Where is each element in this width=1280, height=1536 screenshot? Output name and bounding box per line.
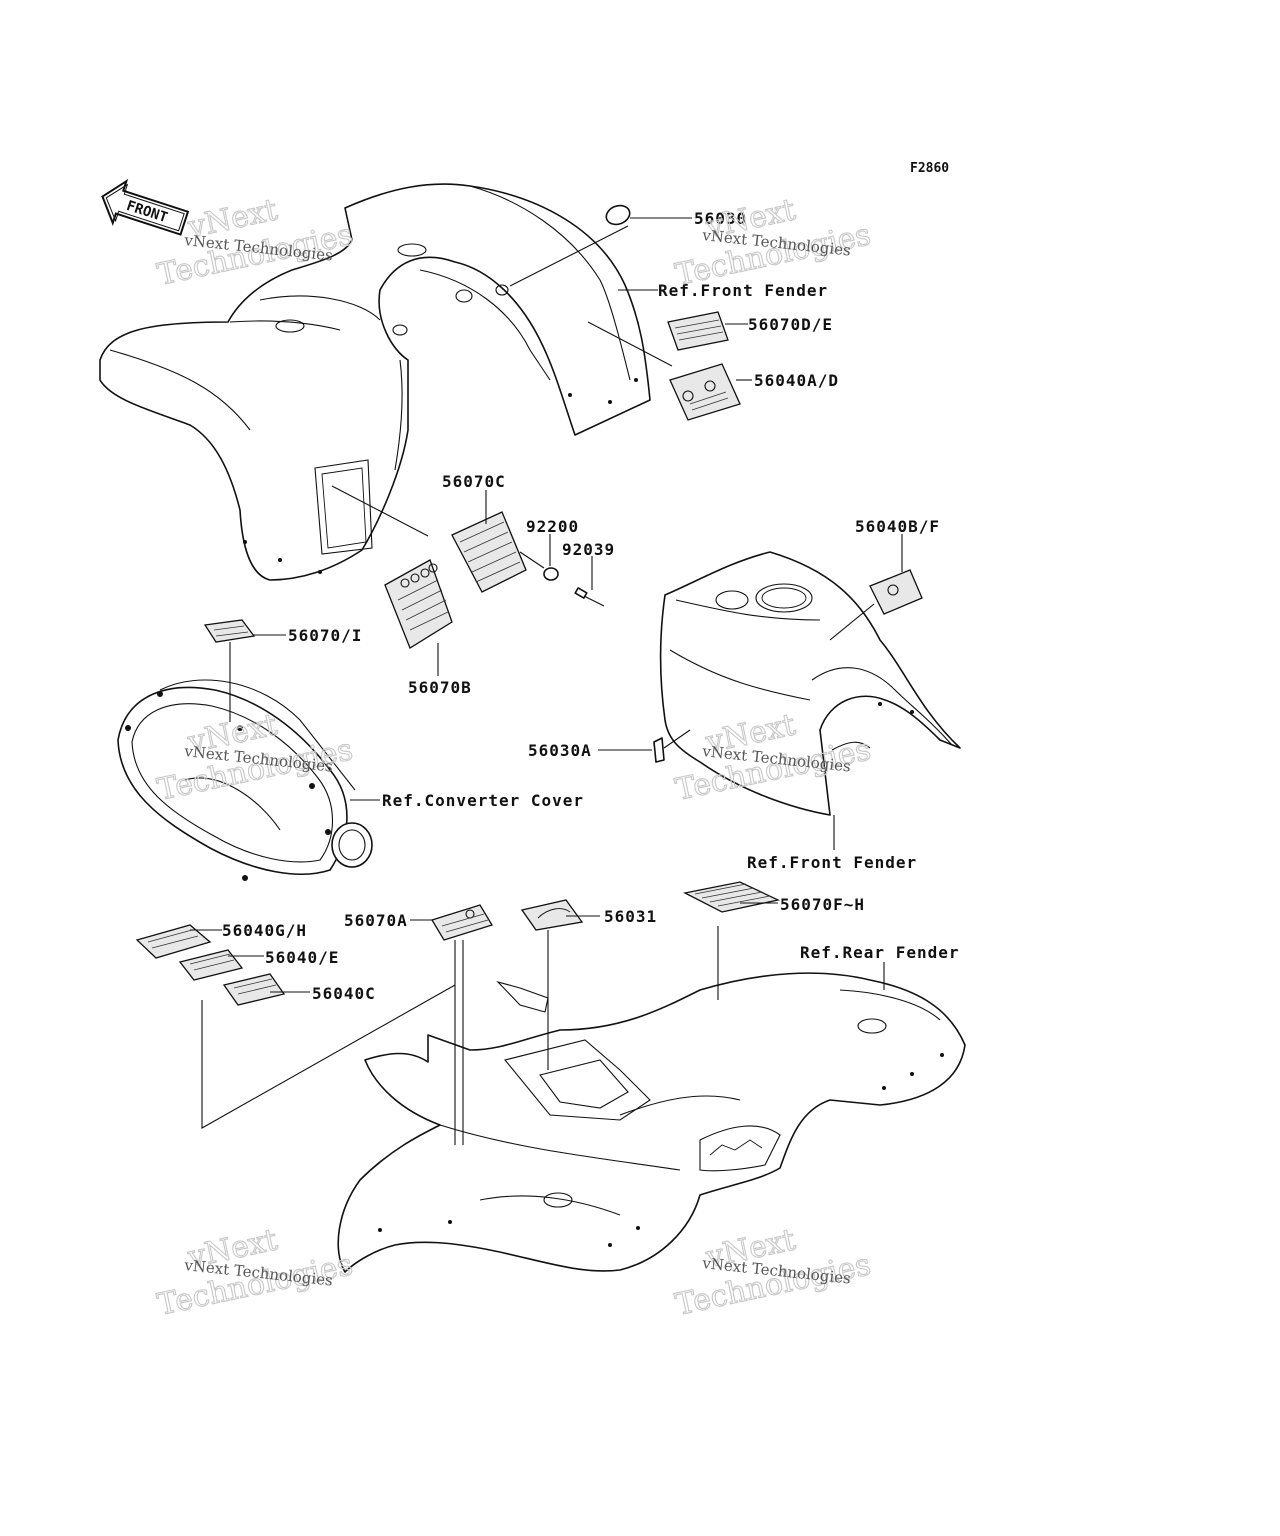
label-sheet-56040E — [178, 949, 244, 981]
callout-56070A: 56070A — [344, 911, 408, 930]
front-fender-right — [659, 551, 961, 816]
callout-56040E: 56040/E — [265, 948, 339, 967]
callout-56030: 56030 — [694, 209, 747, 228]
callout-92039: 92039 — [562, 540, 615, 559]
callout-56070DE: 56070D/E — [748, 315, 833, 334]
label-sheet-56040GH — [135, 924, 212, 959]
ref-converter-cover: Ref.Converter Cover — [382, 791, 584, 810]
front-arrow-icon: FRONT — [101, 178, 190, 236]
callout-92200: 92200 — [526, 517, 579, 536]
ref-rear-fender: Ref.Rear Fender — [800, 943, 960, 962]
label-sheet-56031 — [520, 899, 584, 931]
label-sheet-56040C — [222, 973, 286, 1006]
callout-56040C: 56040C — [312, 984, 376, 1003]
callout-56030A: 56030A — [528, 741, 592, 760]
part-56030-grommet — [605, 204, 631, 226]
part-92039-pin — [574, 587, 605, 607]
callout-labels: 56030 Ref.Front Fender 56070D/E 56040A/D… — [222, 209, 960, 1003]
callout-56040GH: 56040G/H — [222, 921, 307, 940]
label-sheet-56070C — [451, 511, 527, 593]
label-sheet-56070A — [431, 904, 493, 941]
callout-56040BF: 56040B/F — [855, 517, 940, 536]
part-56030A-tag — [653, 737, 665, 763]
callout-56070C: 56070C — [442, 472, 506, 491]
label-sheet-56070DE — [667, 311, 729, 351]
label-sheet-56070I — [203, 619, 256, 643]
callout-56070FH: 56070F~H — [780, 895, 865, 914]
figure-number: F2860 — [910, 161, 949, 176]
converter-cover — [117, 679, 373, 881]
ref-front-fender-top: Ref.Front Fender — [658, 281, 828, 300]
label-sheet-56040AD — [669, 363, 741, 421]
part-92200-washer — [543, 567, 559, 581]
callout-56070B: 56070B — [408, 678, 472, 697]
front-fender-top — [99, 183, 651, 581]
callout-56040AD: 56040A/D — [754, 371, 839, 390]
callout-56070I: 56070/I — [288, 626, 362, 645]
leader-lines — [190, 217, 903, 1145]
ref-front-fender-right: Ref.Front Fender — [747, 853, 917, 872]
label-sheet-56070B — [384, 559, 453, 649]
label-sheet-56070FH — [683, 881, 781, 913]
label-sheet-56040BF — [869, 569, 923, 615]
callout-56031: 56031 — [604, 907, 657, 926]
rear-fender — [337, 972, 966, 1273]
